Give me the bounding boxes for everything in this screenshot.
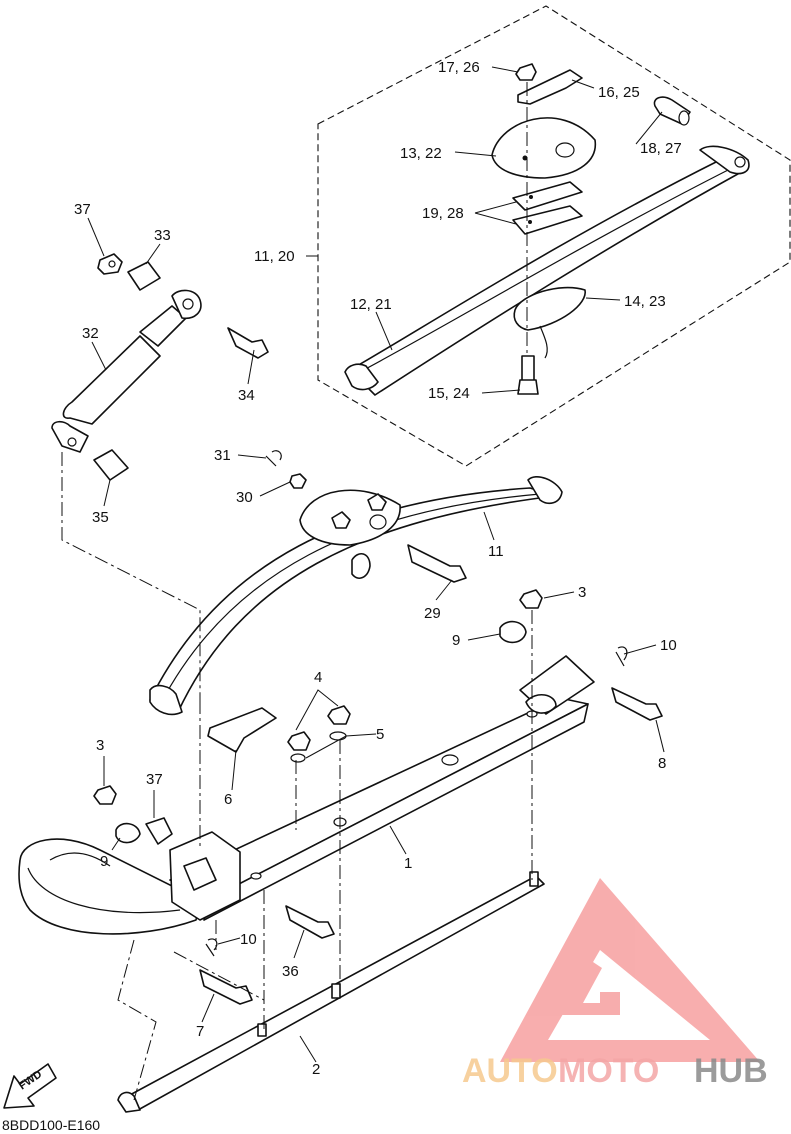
callout-31: 31 [214, 447, 231, 464]
callout-36: 36 [282, 963, 299, 980]
callout-11-mid: 11 [488, 543, 504, 560]
callout-2: 2 [312, 1061, 320, 1078]
wordmark-moto: MOTO [558, 1052, 659, 1090]
main-leaf-spring [149, 450, 563, 716]
callout-3-right: 3 [578, 584, 586, 601]
automotohub-wordmark: AUTO MOTO HUB [462, 1052, 768, 1090]
callout-17-26: 17, 26 [438, 59, 480, 76]
callout-10-left: 10 [240, 931, 257, 948]
ski-body [18, 655, 595, 935]
callout-18-27: 18, 27 [640, 140, 682, 157]
callout-14-23: 14, 23 [624, 293, 666, 310]
callout-34: 34 [238, 387, 255, 404]
callout-7: 7 [196, 1023, 204, 1040]
callout-labels: 17, 26 16, 25 13, 22 18, 27 19, 28 11, 2… [74, 59, 682, 1078]
callout-8: 8 [658, 755, 666, 772]
shock-absorber-assembly [51, 253, 269, 481]
callout-19-28: 19, 28 [422, 205, 464, 222]
wordmark-auto: AUTO [462, 1052, 558, 1090]
callout-10-right: 10 [660, 637, 677, 654]
callout-37-left: 37 [146, 771, 163, 788]
callout-35: 35 [92, 509, 109, 526]
callout-3-left: 3 [96, 737, 104, 754]
wordmark-hub: HUB [694, 1052, 768, 1090]
callout-9-right: 9 [452, 632, 460, 649]
callout-16-25: 16, 25 [598, 84, 640, 101]
callout-4: 4 [314, 669, 322, 686]
callout-12-21: 12, 21 [350, 296, 392, 313]
callout-15-24: 15, 24 [428, 385, 470, 402]
callout-13-22: 13, 22 [400, 145, 442, 162]
fwd-direction-arrow: FWD [3, 1063, 57, 1109]
callout-1: 1 [404, 855, 412, 872]
sub-assembly-boundary [317, 5, 791, 467]
alignment-lines [61, 452, 533, 1101]
callout-5: 5 [376, 726, 384, 743]
callout-6: 6 [224, 791, 232, 808]
callout-11-20: 11, 20 [254, 248, 295, 265]
automotohub-logo [500, 878, 760, 1062]
callout-30: 30 [236, 489, 253, 506]
callout-9-left: 9 [100, 853, 108, 870]
callout-29: 29 [424, 605, 441, 622]
hardware-parts [93, 589, 663, 1005]
callout-37-top: 37 [74, 201, 91, 218]
callout-32: 32 [82, 325, 99, 342]
drawing-ref-code: 8BDD100-E160 [2, 1117, 100, 1133]
leader-lines [87, 66, 665, 1063]
leaf-spring-assembly [344, 63, 750, 396]
callout-33: 33 [154, 227, 171, 244]
